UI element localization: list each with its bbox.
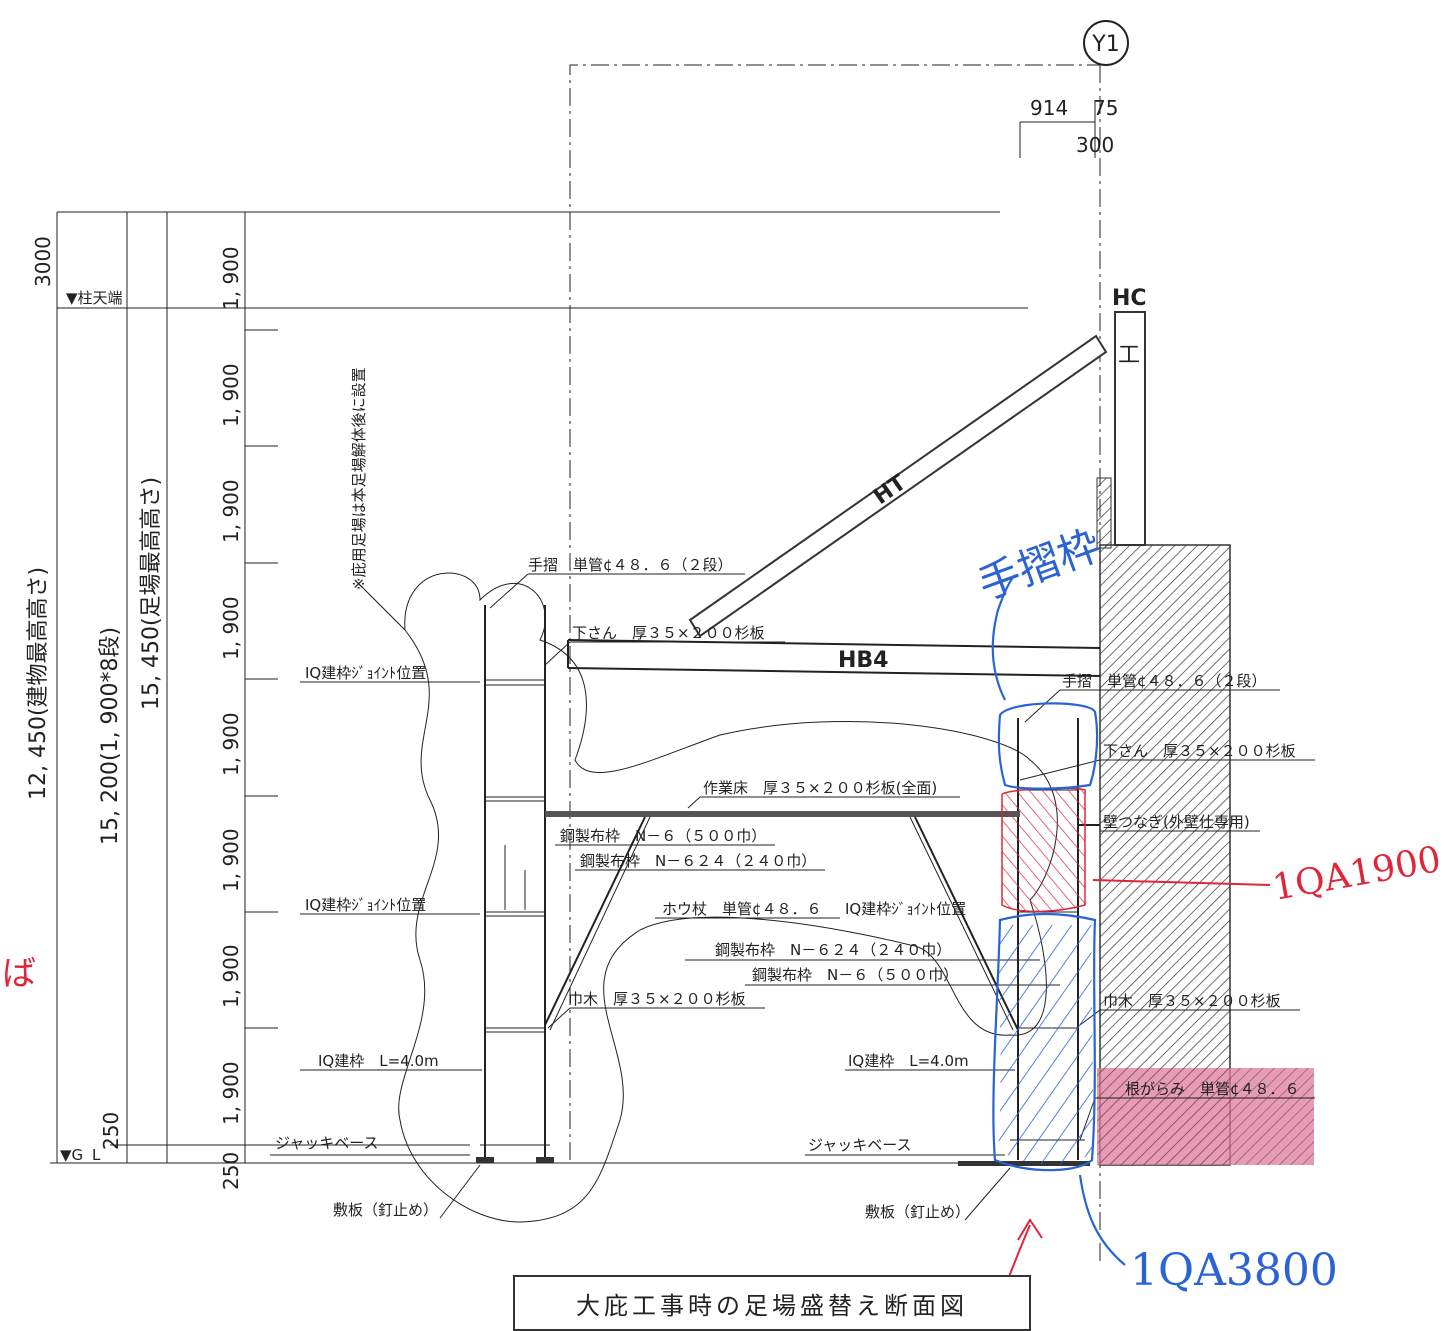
label-jack-left: ジャッキベース [275,1134,379,1152]
level-ground: ▼G [60,1146,83,1164]
hc-section: 工 [1118,343,1140,368]
building-wall [1099,544,1231,1166]
dim-300: 300 [1076,133,1114,157]
drawing-title: 大庇工事時の足場盛替え断面図 [513,1275,1031,1331]
label-toe-board-left: 下さん 厚３５×２００杉板 [572,624,765,642]
level-ground-mark: L [92,1146,101,1164]
label-toe-board-right: 下さん 厚３５×２００杉板 [1103,742,1296,760]
ht-beam: HT [688,334,1108,638]
blue-outline-handrail [997,702,1099,790]
label-frame-left: IQ建枠 L=4.0m [318,1052,439,1070]
label-sole-left: 敷板（釘止め） [333,1201,438,1219]
red-leader-1qa1900 [1092,879,1271,886]
dim-building-height: 12, 450(建物最高高さ) [26,567,51,800]
left-scaffold [476,605,554,1163]
label-joint-2: IQ建枠ｼﾞｮｲﾝﾄ位置 [305,896,426,914]
label-brace: ホウ杖 単管¢４８．６ [662,900,822,918]
label-plank-n6-right: 鋼製布枠 N－６（５００巾） [752,966,958,984]
label-plank-n624-right: 鋼製布枠 N－６２４（２４０巾） [715,941,951,959]
left-sole-plate-b [536,1157,554,1163]
handwritten-1qa3800: 1QA3800 [1130,1245,1338,1296]
label-ground-tie: 根がらみ 単管¢４８．６ [1125,1080,1300,1098]
dim-tier-7: 1, 900 [219,944,243,1008]
right-sole-plate [958,1161,1090,1166]
note-eave-scaffold: ※庇用足場は本足場解体後に設置 [350,367,368,590]
dim-tier-2: 1, 900 [219,363,243,427]
label-joint-1: IQ建枠ｼﾞｮｲﾝﾄ位置 [305,664,426,682]
label-plank-n624-left: 鋼製布枠 N－６２４（２４０巾） [580,852,816,870]
label-wall-tie: 壁つなぎ(外壁仕専用) [1103,813,1250,831]
dim-tier-3: 1, 900 [219,479,243,543]
grid-label: Y1 [1091,32,1119,57]
left-sole-plate-a [476,1157,494,1163]
label-joint-3: IQ建枠ｼﾞｮｲﾝﾄ位置 [845,900,966,918]
label-work-floor: 作業床 厚３５×２００杉板(全面) [703,779,937,797]
ground-beam-hatch [1097,1068,1314,1165]
label-jack-right: ジャッキベース [808,1136,912,1154]
dim-scaffold-height: 15, 450(足場最高高さ) [139,477,164,710]
label-frame-right: IQ建枠 L=4.0m [848,1052,969,1070]
dim-tier-1: 1, 900 [219,246,243,310]
blue-pointer-handrail [991,574,1016,701]
label-plank-n6-left: 鋼製布枠 N－６（５００巾） [560,827,766,845]
handwritten-left-mark: ば [2,954,36,994]
blue-hatch-zone [998,925,1093,1165]
eave-outline [569,64,1100,1160]
dim-tier-5: 1, 900 [219,712,243,776]
red-arrow-head [1017,1218,1043,1241]
dim-3000: 3000 [31,236,55,287]
left-leaders [270,573,960,1219]
left-dimension-lines [50,211,1090,1164]
blue-outline-frame [992,912,1097,1172]
wall-cap [1096,477,1112,549]
hc-column [1114,311,1146,546]
level-column-top: ▼柱天端 [66,289,123,307]
red-zone-1qa1900 [1001,787,1086,913]
revision-cloud [398,572,1058,1223]
label-sole-right: 敷板（釘止め） [865,1203,970,1221]
top-dimensions: 914 75 300 [1019,96,1118,158]
dim-250-bottom: 250 [219,1152,243,1190]
dim-tier-6: 1, 900 [219,828,243,892]
label-habaki-right: 巾木 厚３５×２００杉板 [1103,992,1281,1010]
hc-label: HC [1112,286,1147,311]
handwritten-handrail-frame: 手摺枠 [972,520,1107,609]
hb4-label: HB4 [838,648,889,673]
dim-frame-total: 15, 200(1, 900*8段) [98,627,123,845]
label-handrail-left: 手摺 単管¢４８．６（２段） [528,556,733,574]
handwritten-1qa1900: 1QA1900 [1269,839,1444,909]
label-habaki-left: 巾木 厚３５×２００杉板 [568,990,746,1008]
dim-75: 75 [1093,96,1118,120]
label-handrail-right: 手摺 単管¢４８．６（２段） [1062,672,1267,690]
dim-250-left: 250 [99,1112,123,1150]
blue-pointer-3800 [1078,1174,1126,1266]
dim-tier-8: 1, 900 [219,1061,243,1125]
dim-tier-4: 1, 900 [219,596,243,660]
hb4-beam: HB4 [567,639,1101,677]
dim-914: 914 [1030,96,1068,120]
